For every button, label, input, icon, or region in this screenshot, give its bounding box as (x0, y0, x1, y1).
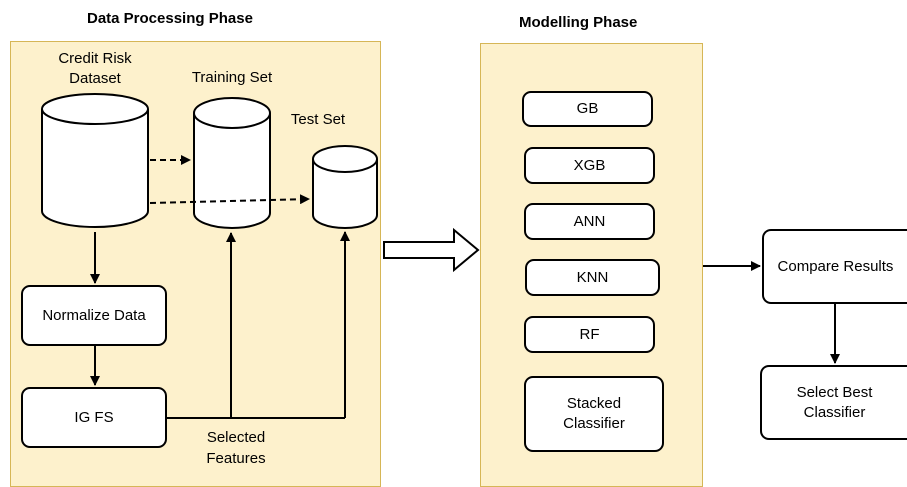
data-processing-phase-title: Data Processing Phase (87, 10, 253, 27)
test-set-label: Test Set (290, 111, 346, 128)
training-set-cylinder (193, 97, 271, 229)
split-arrow-test (149, 194, 310, 205)
classifier-box-knn: KNN (525, 259, 660, 296)
normalize-data-box: Normalize Data (21, 285, 167, 346)
classifier-box-rf: RF (524, 316, 655, 353)
test-set-cylinder (312, 145, 378, 229)
credit-risk-dataset-cylinder (41, 93, 149, 228)
training-set-label: Training Set (191, 69, 273, 86)
classifier-box-xgb: XGB (524, 147, 655, 184)
stacked-classifier-box: Stacked Classifier (524, 376, 664, 452)
phase-transition-arrow (383, 227, 480, 273)
select-best-classifier-box: Select Best Classifier (760, 365, 907, 440)
ig-fs-box: IG FS (21, 387, 167, 448)
compare-results-box: Compare Results (762, 229, 907, 304)
classifier-box-ann: ANN (524, 203, 655, 240)
selected-features-label: Selected Features (206, 429, 266, 467)
classifier-box-gb: GB (522, 91, 653, 127)
credit-risk-dataset-label: Credit Risk Dataset (58, 50, 132, 87)
modelling-phase-title: Modelling Phase (519, 14, 638, 31)
